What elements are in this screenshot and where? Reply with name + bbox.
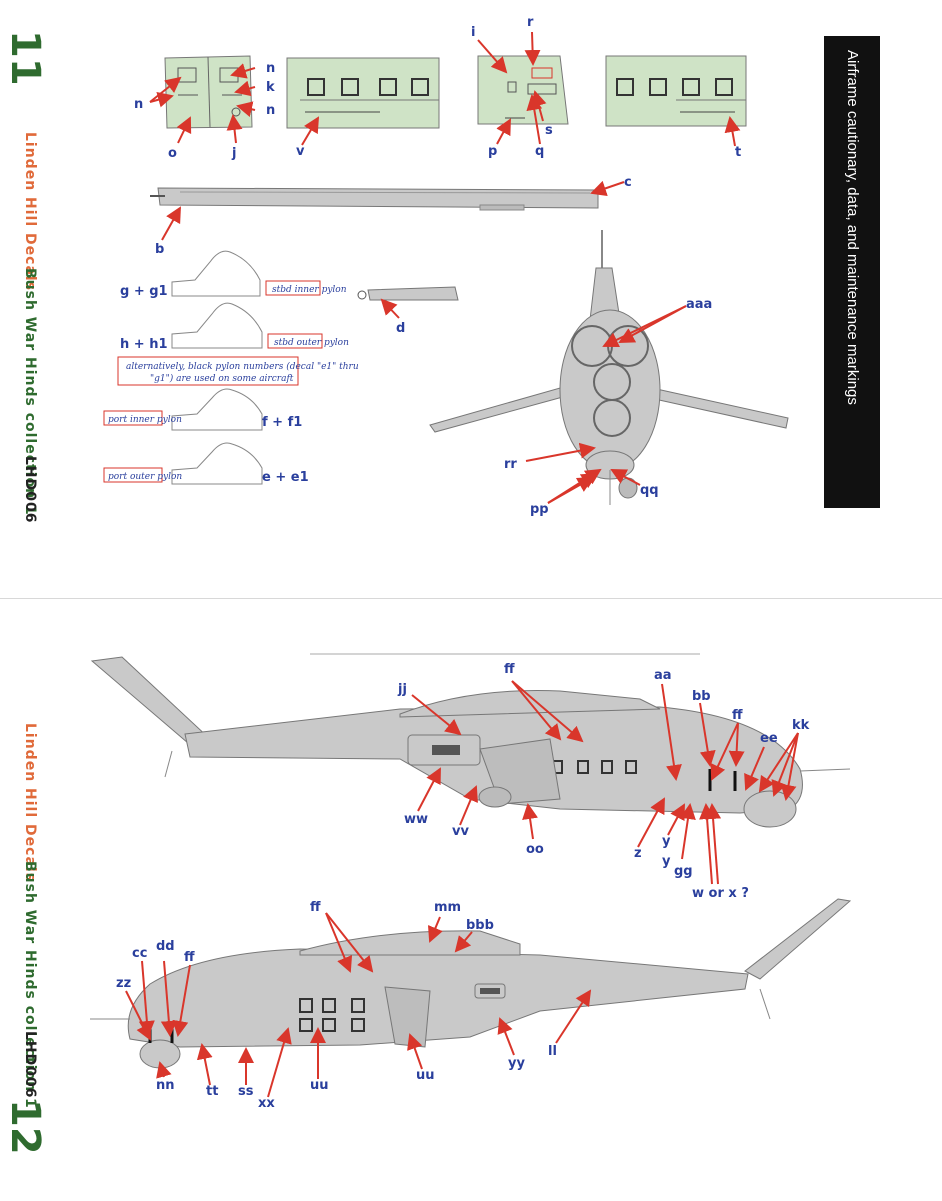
label-jj: jj [397, 682, 407, 697]
label-k: k [266, 80, 275, 95]
label-gg: gg [674, 864, 693, 879]
pylon-note-line1: alternatively, black pylon numbers (deca… [126, 361, 359, 372]
label-i: i [471, 25, 475, 40]
pylon-label-stbd-outer: stbd outer pylon [274, 338, 349, 348]
label-ee: ee [760, 731, 778, 746]
label-n-2: n [266, 103, 275, 118]
label-nn: nn [156, 1078, 175, 1093]
label-oo: oo [526, 842, 544, 857]
pylon-label-port-outer: port outer pylon [108, 472, 182, 482]
label-q: q [535, 144, 544, 159]
decal-sheet-page-12: Linden Hill Decals Bush War Hinds collec… [0, 599, 942, 1201]
label-h-h1: h + h1 [120, 337, 168, 352]
label-ff-lower: ff [310, 900, 321, 915]
label-rr: rr [504, 457, 517, 472]
decal-sheet-page-11: 11 Linden Hill Decals Bush War Hinds col… [0, 0, 942, 599]
label-b: b [155, 242, 164, 257]
label-e-e1: e + e1 [262, 470, 309, 485]
bottom-drawing: jj ff aa bb ff ee kk ww vv oo z y y gg w… [90, 653, 852, 1111]
label-c: c [624, 175, 632, 190]
label-y-1: y [662, 834, 671, 849]
label-p: p [488, 144, 497, 159]
door-panel-drawing [477, 55, 569, 125]
label-j: j [231, 146, 236, 161]
label-w-or-x: w or x ? [692, 886, 749, 901]
label-v: v [296, 144, 305, 159]
label-vv: vv [452, 824, 469, 839]
label-tt: tt [206, 1084, 218, 1099]
label-o: o [168, 146, 177, 161]
label-uu-1: uu [310, 1078, 329, 1093]
label-cc: cc [132, 946, 147, 961]
label-d: d [396, 321, 405, 336]
label-ww: ww [404, 812, 428, 827]
label-s: s [545, 123, 553, 138]
label-ff-nose: ff [184, 950, 195, 965]
callout-arrows-upper [411, 680, 799, 885]
label-kk: kk [792, 718, 810, 733]
label-ff-top: ff [504, 662, 515, 677]
label-ll: ll [548, 1044, 557, 1059]
label-ff-right: ff [732, 708, 743, 723]
rocket-drawing [357, 286, 459, 301]
label-bb: bb [692, 689, 711, 704]
label-mm: mm [434, 900, 461, 915]
label-n-3: n [134, 97, 143, 112]
label-bbb: bbb [466, 918, 494, 933]
front-view-helicopter-drawing [429, 230, 789, 505]
pylon-note-line2: "g1") are used on some aircraft [150, 373, 294, 384]
rotor-blade-drawing [150, 187, 599, 211]
window-panel-right-drawing [605, 55, 747, 127]
label-zz: zz [116, 976, 131, 991]
pylon-label-stbd-inner: stbd inner pylon [272, 285, 347, 295]
label-dd: dd [156, 939, 175, 954]
section-banner: Airframe cautionary, data, and maintenan… [824, 36, 880, 508]
label-t: t [735, 145, 741, 160]
callout-arrows [149, 31, 741, 504]
top-drawing: n k n n o j v i r s p q t c b d g + g1 h… [103, 15, 789, 517]
label-z: z [634, 846, 642, 861]
pylon-label-port-inner: port inner pylon [108, 415, 182, 425]
label-y-2: y [662, 854, 671, 869]
label-aaa: aaa [686, 297, 712, 312]
label-xx: xx [258, 1096, 275, 1111]
label-pp: pp [530, 502, 549, 517]
window-panel-left-drawing [286, 57, 440, 129]
callout-arrows-lower [125, 912, 592, 1098]
label-g-g1: g + g1 [120, 284, 168, 299]
label-uu-2: uu [416, 1068, 435, 1083]
label-n-1: n [266, 61, 275, 76]
label-r: r [527, 15, 534, 30]
label-yy: yy [508, 1056, 525, 1071]
label-aa: aa [654, 668, 672, 683]
pylon-drawings [171, 250, 263, 485]
label-ss: ss [238, 1084, 254, 1099]
label-qq: qq [640, 483, 659, 498]
label-f-f1: f + f1 [262, 415, 302, 430]
